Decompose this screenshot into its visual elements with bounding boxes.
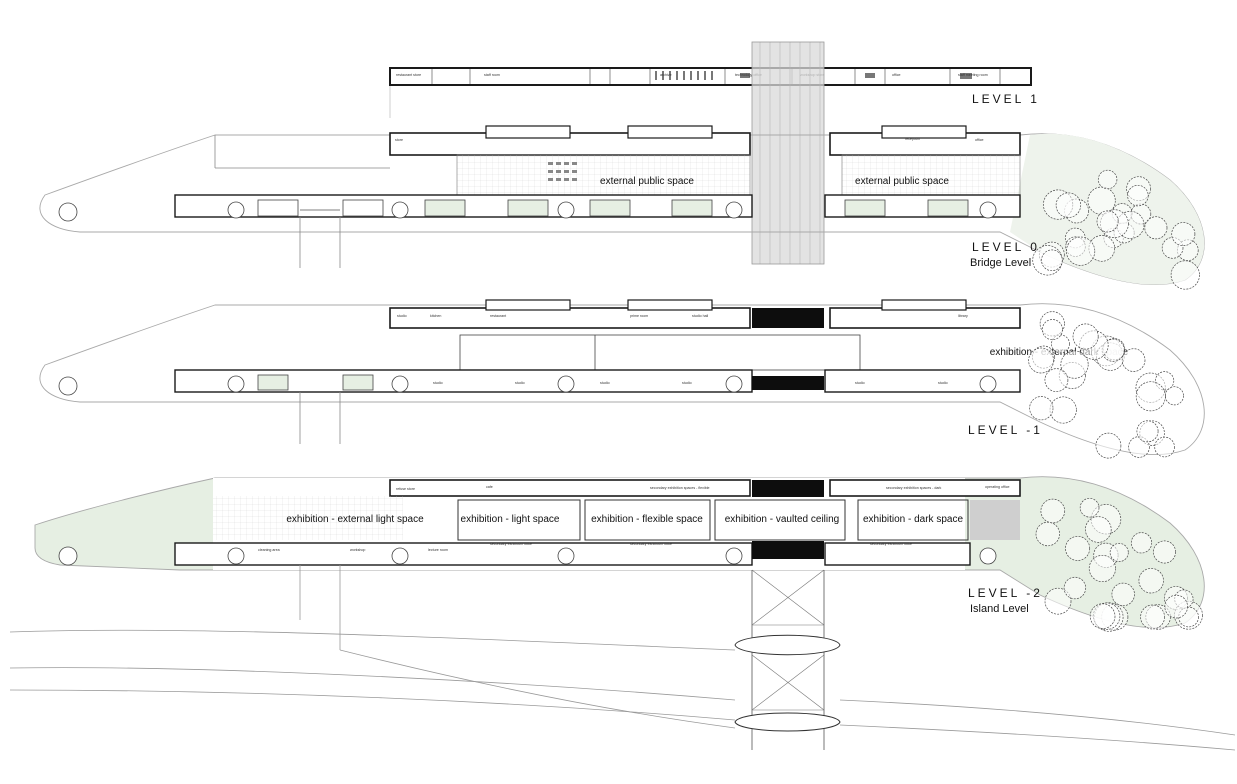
tree-canopy xyxy=(1072,323,1099,350)
svg-text:reception: reception xyxy=(905,137,920,141)
tree-canopy xyxy=(1040,498,1066,524)
tree-canopy xyxy=(1140,604,1165,630)
tree-canopy xyxy=(1153,540,1176,564)
tree-canopy xyxy=(1085,516,1112,543)
svg-text:studio: studio xyxy=(855,381,865,385)
bridge-structure-lower xyxy=(734,569,841,750)
svg-text:restaurant: restaurant xyxy=(490,314,506,318)
space-label: exhibition - light space xyxy=(461,514,560,525)
level-1-label: LEVEL 1 xyxy=(972,92,1040,106)
level-minus-1-label: LEVEL -1 xyxy=(968,423,1043,437)
svg-text:secondary exhibition spaces -: secondary exhibition spaces - dark xyxy=(886,486,942,490)
river-landscape xyxy=(9,629,1236,751)
svg-text:kitchen: kitchen xyxy=(430,314,441,318)
svg-text:operating office: operating office xyxy=(985,485,1010,489)
tree-canopy xyxy=(1029,396,1054,421)
space-label: exhibition - external light space xyxy=(286,514,424,525)
tree-canopy xyxy=(1089,603,1116,629)
tree-canopy xyxy=(1028,347,1054,374)
tree-canopy xyxy=(1063,576,1087,600)
tree-canopy xyxy=(1111,582,1135,607)
tree-canopy xyxy=(1144,216,1168,240)
tree-canopy xyxy=(1041,249,1063,272)
level-minus-2-sublabel: Island Level xyxy=(970,603,1029,615)
tree-canopy xyxy=(1164,594,1188,619)
space-label: external public space xyxy=(600,176,694,187)
svg-text:refuse store: refuse store xyxy=(396,487,415,491)
tree-canopy xyxy=(1055,192,1082,218)
tree-canopy xyxy=(1044,587,1072,615)
svg-text:prime room: prime room xyxy=(630,314,648,318)
level-minus-2-label: LEVEL -2 xyxy=(968,586,1043,600)
tree-canopy xyxy=(1164,386,1184,406)
tree-canopy xyxy=(1109,543,1129,562)
level-minus-1-plan: studio kitchen restaurant prime room stu… xyxy=(39,299,1205,456)
svg-text:studio: studio xyxy=(600,381,610,385)
space-label: external public space xyxy=(855,176,949,187)
trees-promenade xyxy=(58,201,997,566)
svg-text:store: store xyxy=(395,138,403,142)
svg-text:cafe: cafe xyxy=(486,485,493,489)
level-minus-2-plan: refuse store cafe secondary exhibition s… xyxy=(34,476,1205,650)
level-0-label: LEVEL 0 xyxy=(972,240,1040,254)
tree-canopy xyxy=(1154,436,1175,458)
svg-text:studio: studio xyxy=(397,314,407,318)
tree-canopy xyxy=(1127,184,1149,207)
svg-text:restaurant store: restaurant store xyxy=(396,73,421,77)
tree-canopy xyxy=(1095,432,1122,459)
tree-canopy xyxy=(1136,420,1159,443)
svg-text:secondary exhibition route: secondary exhibition route xyxy=(490,542,532,546)
svg-text:office: office xyxy=(892,73,901,77)
tree-canopy xyxy=(1079,497,1100,518)
tree-canopy xyxy=(1121,348,1146,372)
svg-text:workshop: workshop xyxy=(350,548,365,552)
svg-text:studio: studio xyxy=(433,381,443,385)
tree-canopy xyxy=(1041,319,1063,341)
svg-text:studio: studio xyxy=(938,381,948,385)
svg-text:secondary exhibition spaces -: secondary exhibition spaces - flexible xyxy=(650,486,710,490)
tree-canopy xyxy=(1170,260,1200,290)
tree-canopy xyxy=(1049,396,1077,424)
tree-canopy xyxy=(1130,532,1153,554)
tree-canopy xyxy=(1097,169,1118,190)
tree-canopy xyxy=(1044,368,1069,392)
tree-canopy xyxy=(1065,535,1091,561)
svg-text:archive: archive xyxy=(660,73,672,77)
tree-canopy xyxy=(1135,381,1166,412)
svg-text:studio hall: studio hall xyxy=(692,314,708,318)
tree-canopy xyxy=(1088,554,1116,583)
svg-text:staff room: staff room xyxy=(484,73,500,77)
tree-canopy xyxy=(1035,521,1060,547)
space-label: exhibition - dark space xyxy=(863,514,963,525)
tree-canopy xyxy=(1096,210,1119,233)
svg-text:office: office xyxy=(975,138,984,142)
tree-canopy xyxy=(1138,568,1164,594)
svg-text:lecture room: lecture room xyxy=(428,548,448,552)
space-label: exhibition - flexible space xyxy=(591,514,703,525)
svg-text:studio: studio xyxy=(515,381,525,385)
tree-clusters xyxy=(1028,169,1203,632)
tree-canopy xyxy=(1066,236,1096,266)
bridge-crossing xyxy=(751,41,825,265)
svg-text:studio: studio xyxy=(682,381,692,385)
svg-text:cleaning area: cleaning area xyxy=(258,548,280,552)
tree-canopy xyxy=(1060,350,1089,379)
svg-text:technology office: technology office xyxy=(735,73,762,77)
space-label: exhibition - vaulted ceiling xyxy=(725,514,840,525)
tree-canopy xyxy=(1171,222,1196,247)
level-0-sublabel: Bridge Level xyxy=(970,257,1032,269)
svg-text:secondary exhibition route: secondary exhibition route xyxy=(870,542,912,546)
svg-text:library: library xyxy=(958,314,968,318)
svg-text:secondary exhibition route: secondary exhibition route xyxy=(630,542,672,546)
level-1-plan: restaurant store staff room archive tech… xyxy=(389,67,1032,118)
svg-text:staff meeting room: staff meeting room xyxy=(958,73,988,77)
